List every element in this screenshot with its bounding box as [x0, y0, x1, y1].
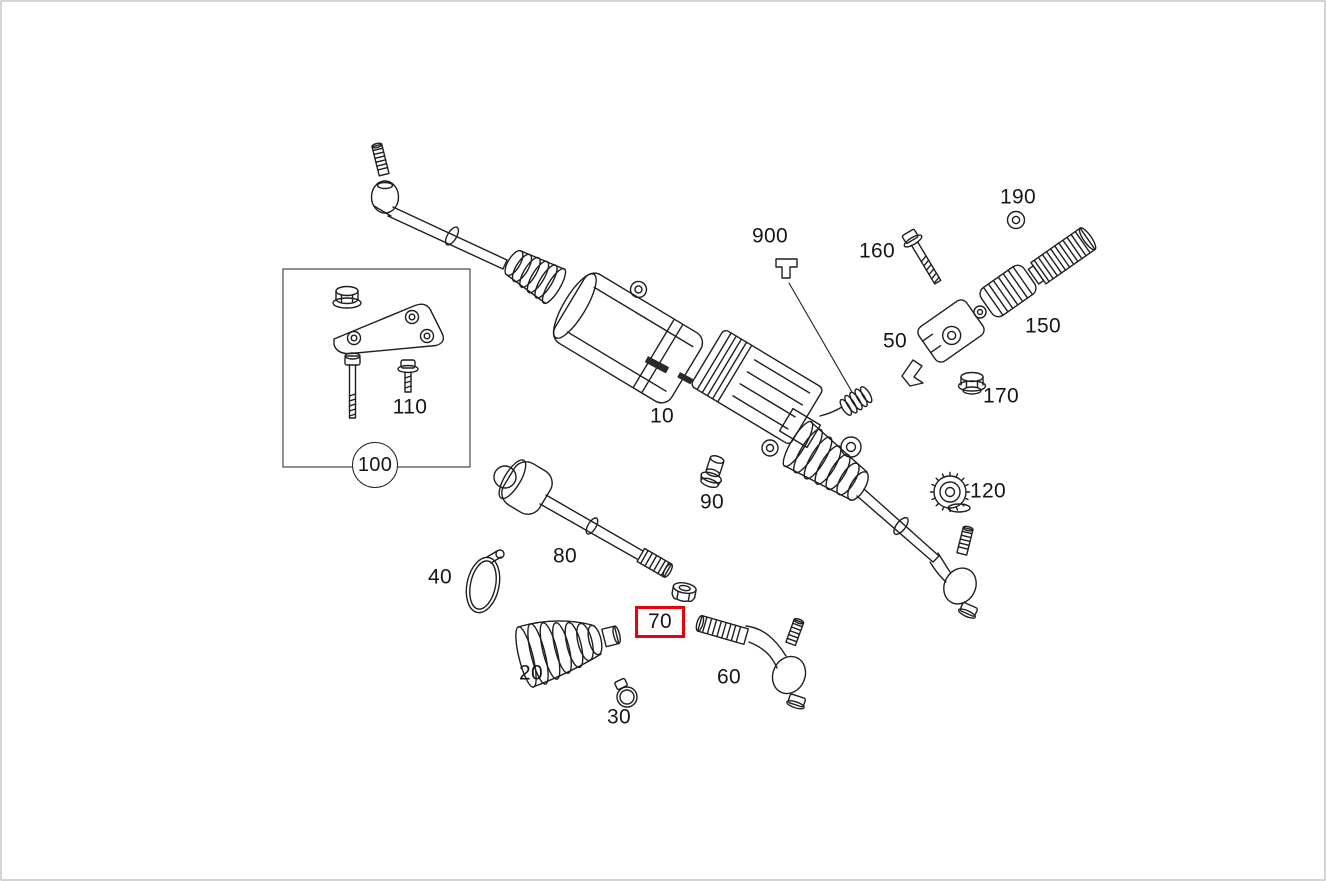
- outer-tie-rod-end: [695, 614, 807, 710]
- callout-60[interactable]: 60: [717, 665, 741, 689]
- callout-160[interactable]: 160: [859, 239, 895, 263]
- clip-50-part: [901, 359, 924, 387]
- callout-100-circled[interactable]: 100: [352, 442, 398, 488]
- callout-70-highlighted[interactable]: 70: [635, 606, 685, 638]
- right-tie-rod: [856, 488, 940, 563]
- callout-170[interactable]: 170: [983, 384, 1019, 408]
- callout-10[interactable]: 10: [650, 404, 674, 428]
- bracket-900-part: [775, 258, 853, 393]
- plug-90-part: [700, 455, 725, 489]
- right-tie-rod-end: [929, 525, 978, 619]
- right-boot: [782, 420, 869, 501]
- nut-70-part: [671, 582, 697, 603]
- control-unit: [691, 330, 823, 444]
- inner-tie-rod: [493, 459, 673, 578]
- inset-plate: [333, 303, 445, 355]
- callout-30[interactable]: 30: [607, 705, 631, 729]
- callout-80[interactable]: 80: [553, 544, 577, 568]
- callout-190[interactable]: 190: [1000, 185, 1036, 209]
- left-tie-rod-end: [370, 142, 400, 217]
- motor-housing: [552, 272, 704, 404]
- callout-120[interactable]: 120: [970, 479, 1006, 503]
- clamp-30-part: [614, 677, 638, 708]
- bolt-160-part: [901, 228, 942, 285]
- inset-box-group: [282, 268, 471, 468]
- bellows-boot: [515, 620, 621, 688]
- washer-190-part: [1006, 210, 1026, 230]
- callout-40[interactable]: 40: [428, 565, 452, 589]
- callout-50[interactable]: 50: [883, 329, 907, 353]
- inset-bolt-long: [344, 352, 361, 419]
- pinion-coupling: [839, 386, 873, 416]
- steering-shaft-150: [917, 227, 1097, 363]
- callout-20[interactable]: 20: [519, 661, 543, 685]
- callout-150[interactable]: 150: [1025, 314, 1061, 338]
- callout-900[interactable]: 900: [752, 224, 788, 248]
- inset-bolt-short: [397, 359, 419, 393]
- callout-110[interactable]: 110: [392, 395, 428, 419]
- left-boot: [504, 249, 567, 305]
- leader-line-900: [788, 282, 853, 393]
- clamp-40-part: [465, 549, 505, 614]
- inset-nut: [332, 285, 362, 309]
- steering-gear-assembly: [370, 142, 978, 619]
- housing-markings: [645, 356, 693, 384]
- gear-120-part: [929, 471, 971, 513]
- nut-170-part: [957, 371, 987, 395]
- left-tie-rod: [387, 206, 508, 270]
- callout-90[interactable]: 90: [700, 490, 724, 514]
